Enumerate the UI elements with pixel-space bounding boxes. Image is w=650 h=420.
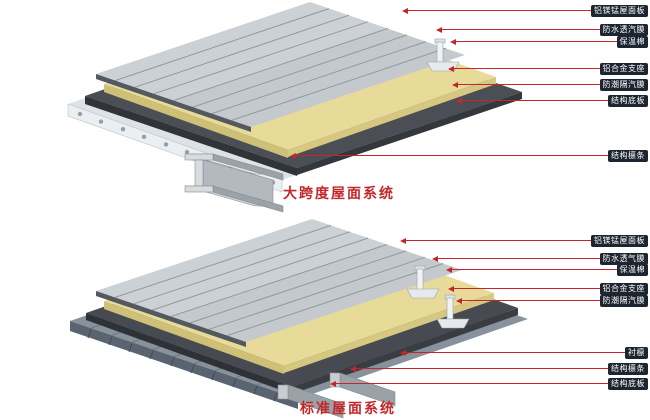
callout-structural-deck: 结构底板: [330, 377, 648, 390]
callout-arrow-icon: [290, 152, 296, 159]
callout-arrow-icon: [450, 38, 456, 45]
callout-leader-line: [454, 68, 600, 69]
callout-leader-line: [296, 155, 608, 156]
layer-label: 防水透气膜: [599, 252, 648, 265]
layer-label: 结构底板: [608, 377, 648, 390]
steel-beam: [184, 153, 284, 213]
layer-label: 铝镁锰屋面板: [591, 234, 648, 247]
roof-panels-layer: [96, 219, 462, 347]
callout-liner-purlin: 衬檩: [400, 346, 648, 359]
callout-support-clip: 铝合金支座: [448, 62, 648, 75]
callout-support-clip: 铝合金支座: [448, 282, 648, 295]
callout-arrow-icon: [456, 297, 462, 304]
callout-roof-panel: 铝镁锰屋面板: [400, 234, 648, 247]
callout-leader-line: [406, 352, 625, 353]
callout-arrow-icon: [448, 285, 454, 292]
callout-leader-line: [452, 269, 617, 270]
callout-arrow-icon: [400, 237, 406, 244]
layer-label: 铝合金支座: [599, 282, 648, 295]
layer-label: 铝镁锰屋面板: [591, 4, 648, 17]
callout-arrow-icon: [446, 266, 452, 273]
callout-arrow-icon: [432, 255, 438, 262]
layer-label: 结构檩条: [608, 362, 648, 375]
callout-roof-panel: 铝镁锰屋面板: [402, 4, 648, 17]
callout-structural-deck: 结构底板: [456, 94, 648, 107]
callout-structural-purlin: 结构檩条: [290, 149, 648, 162]
callout-leader-line: [442, 29, 600, 30]
callout-leader-line: [438, 258, 600, 259]
aluminium-support-clip: [406, 265, 440, 299]
callout-leader-line: [462, 300, 600, 301]
callout-leader-line: [406, 240, 591, 241]
callout-insulation: 保温棉: [450, 35, 648, 48]
callout-leader-line: [356, 368, 608, 369]
callout-waterproof-membrane: 防水透气膜: [432, 252, 648, 265]
layer-label: 结构檩条: [608, 149, 648, 162]
aluminium-support-clip: [436, 294, 470, 329]
callout-arrow-icon: [330, 380, 336, 387]
callout-insulation: 保温棉: [446, 263, 648, 276]
structural-purlin: [277, 384, 344, 419]
large-span-roof-illustration: [67, 2, 522, 213]
layer-label: 铝合金支座: [599, 62, 648, 75]
callout-arrow-icon: [402, 7, 408, 14]
callout-arrow-icon: [456, 97, 462, 104]
layer-label: 保温棉: [616, 263, 648, 276]
standard-roof-caption: 标准屋面系统: [300, 400, 396, 416]
layer-label: 保温棉: [616, 35, 648, 48]
callout-arrow-icon: [436, 26, 442, 33]
callout-arrow-icon: [448, 65, 454, 72]
callout-vapor-barrier: 防潮隔汽膜: [452, 78, 648, 91]
callout-structural-purlin: 结构檩条: [350, 362, 648, 375]
layer-label: 防水透汽膜: [599, 23, 648, 36]
callout-leader-line: [408, 10, 591, 11]
layer-label: 衬檩: [625, 346, 648, 359]
callout-arrow-icon: [350, 365, 356, 372]
layer-label: 防潮隔汽膜: [599, 294, 648, 307]
roof-panels-layer: [96, 2, 465, 132]
callout-leader-line: [462, 100, 608, 101]
callout-arrow-icon: [452, 81, 458, 88]
large-span-roof-caption: 大跨度屋面系统: [283, 185, 395, 201]
callout-leader-line: [336, 383, 608, 384]
layer-label: 结构底板: [608, 94, 648, 107]
standard-roof-illustration: [70, 219, 528, 419]
callout-waterproof-membrane: 防水透汽膜: [436, 23, 648, 36]
callout-leader-line: [454, 288, 600, 289]
layer-label: 防潮隔汽膜: [599, 78, 648, 91]
callout-vapor-barrier: 防潮隔汽膜: [456, 294, 648, 307]
callout-leader-line: [456, 41, 617, 42]
callout-arrow-icon: [400, 349, 406, 356]
liner-purlin: [329, 372, 396, 407]
callout-leader-line: [458, 84, 600, 85]
